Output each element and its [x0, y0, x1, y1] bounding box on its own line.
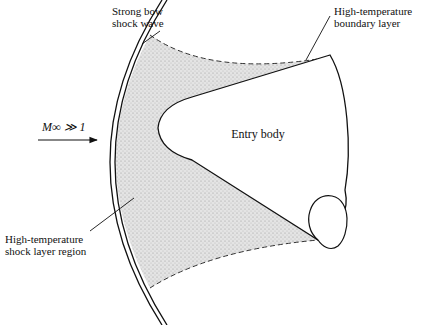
body-base — [309, 196, 347, 249]
leader-line — [90, 198, 134, 231]
body-outline — [150, 45, 355, 257]
boundary-layer-edge — [150, 35, 330, 64]
entry-body: Entry body — [150, 45, 355, 257]
label-text: M∞ ≫ 1 — [42, 120, 86, 134]
boundary-layer-edge — [150, 240, 318, 288]
leader-line — [306, 16, 330, 60]
label-text: High-temperature boundary layer — [334, 5, 412, 29]
callout-label: Strong bow shock wave — [112, 5, 174, 29]
body-label: Entry body — [231, 127, 285, 142]
bow-shock — [110, 0, 162, 325]
label-text: Strong bow shock wave — [112, 5, 164, 29]
callout-label: High-temperature shock layer region — [5, 233, 105, 257]
callout-label: High-temperature boundary layer — [334, 5, 432, 29]
label-text: High-temperature shock layer region — [5, 233, 86, 257]
freestream-arrow — [38, 139, 97, 140]
callout-label: M∞ ≫ 1 — [42, 121, 102, 133]
bow-shock — [115, 0, 167, 325]
leader-line — [142, 31, 160, 44]
